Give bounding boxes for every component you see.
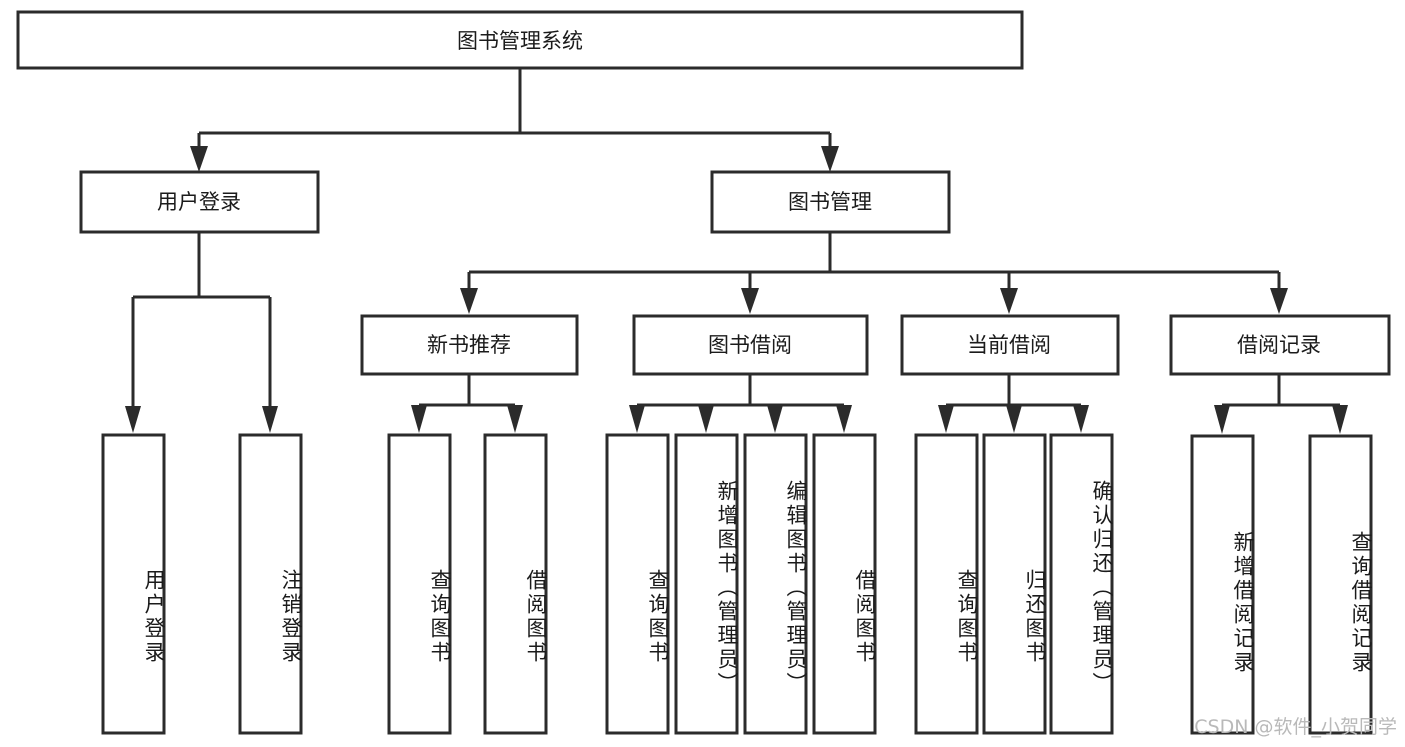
leaf-box-borrowrecord-query[interactable] xyxy=(1308,434,1373,735)
node-label-root: 图书管理系统 xyxy=(457,29,583,53)
node-box-book-management[interactable] xyxy=(710,170,951,234)
leaf-box-newbook-borrow[interactable] xyxy=(483,433,548,735)
node-box-user-login[interactable] xyxy=(79,170,320,234)
arrowhead-currentborrow-leaf-3 xyxy=(1073,405,1089,433)
leaf-box-currentborrow-confirm[interactable] xyxy=(1049,433,1114,735)
arrowhead-currentborrow-leaf-2 xyxy=(1006,405,1022,433)
node-label-book-management: 图书管理 xyxy=(788,190,872,214)
edges-layer xyxy=(125,68,1348,434)
node-label-book-borrowing: 图书借阅 xyxy=(708,333,792,357)
leaf-box-borrowrecord-add[interactable] xyxy=(1190,434,1255,735)
nodes-layer: 图书管理系统 用户登录 图书管理 新书推荐 图书借阅 当前借阅 借阅记录 xyxy=(16,10,1391,735)
arrowhead-bookborrow-leaf-4 xyxy=(836,405,852,433)
arrowhead-book-borrow xyxy=(741,288,759,314)
arrowhead-currentborrow-leaf-1 xyxy=(938,405,954,433)
node-box-root[interactable] xyxy=(16,10,1024,70)
arrowhead-newbook-leaf-2 xyxy=(507,405,523,433)
arrowhead-user-login xyxy=(190,146,208,172)
arrowhead-newbook-leaf-1 xyxy=(411,405,427,433)
node-box-borrowing-record[interactable] xyxy=(1169,314,1391,376)
arrowhead-leaf-logout xyxy=(262,406,278,433)
leaf-box-user-login-login[interactable] xyxy=(101,433,166,735)
leaf-box-user-login-logout[interactable] xyxy=(238,433,303,735)
arrowhead-bookborrow-leaf-1 xyxy=(629,405,645,433)
node-label-new-book-recommendation: 新书推荐 xyxy=(427,333,511,357)
node-box-current-borrowing[interactable] xyxy=(900,314,1120,376)
arrowhead-bookborrow-leaf-3 xyxy=(767,405,783,433)
leaf-box-currentborrow-query[interactable] xyxy=(914,433,979,735)
arrowhead-borrowrecord-leaf-2 xyxy=(1332,405,1348,434)
arrowhead-bookborrow-leaf-2 xyxy=(698,405,714,433)
arrowhead-leaf-user-login xyxy=(125,406,141,433)
leaf-box-bookborrow-borrow[interactable] xyxy=(812,433,877,735)
node-label-borrowing-record: 借阅记录 xyxy=(1237,333,1321,357)
arrowhead-borrow-record xyxy=(1270,288,1288,314)
csdn-watermark: CSDN @软件_小贺同学 xyxy=(1194,716,1397,738)
leaf-box-bookborrow-add[interactable] xyxy=(674,433,739,735)
leaf-box-currentborrow-return[interactable] xyxy=(982,433,1047,735)
arrowhead-book-mgmt xyxy=(821,146,839,172)
leaf-box-newbook-query[interactable] xyxy=(387,433,452,735)
leaf-box-bookborrow-query[interactable] xyxy=(605,433,670,735)
arrowhead-new-book-rec xyxy=(460,288,478,314)
node-box-book-borrowing[interactable] xyxy=(632,314,869,376)
leaf-box-bookborrow-edit[interactable] xyxy=(743,433,808,735)
node-box-new-book-recommendation[interactable] xyxy=(360,314,579,376)
arrowhead-current-borrow xyxy=(1000,288,1018,314)
node-label-current-borrowing: 当前借阅 xyxy=(967,333,1051,357)
node-label-user-login: 用户登录 xyxy=(157,190,241,214)
arrowhead-borrowrecord-leaf-1 xyxy=(1214,405,1230,434)
